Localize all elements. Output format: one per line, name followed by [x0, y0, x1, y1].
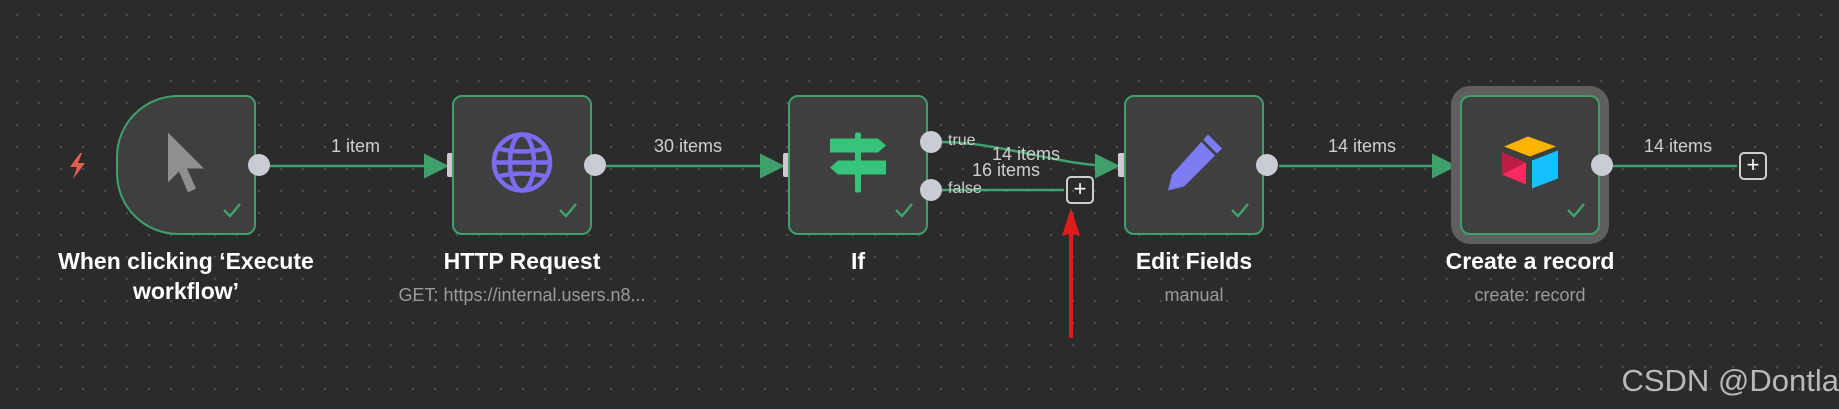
- airtable-icon: [1498, 135, 1562, 196]
- trigger-bolt-icon: [70, 153, 85, 179]
- node-edit-fields[interactable]: [1124, 95, 1264, 235]
- success-check-icon: [1566, 202, 1586, 223]
- add-node-button-record[interactable]: +: [1739, 152, 1767, 180]
- node-http-request[interactable]: [452, 95, 592, 235]
- node-title-trigger: When clicking ‘Execute workflow’: [58, 248, 314, 304]
- edge-label-record-output: 14 items: [1644, 136, 1713, 156]
- globe-icon: [490, 131, 554, 200]
- output-handle-if-false[interactable]: [920, 179, 942, 201]
- node-title-editfields: Edit Fields: [1135, 248, 1253, 274]
- watermark: CSDN @Dontla: [1621, 363, 1839, 398]
- edge-label-if-false: 16 items: [972, 160, 1041, 180]
- node-subtitle-editfields: manual: [1164, 285, 1224, 305]
- edge-label-editfields-record: 14 items: [1328, 136, 1397, 156]
- node-subtitle-record: create: record: [1474, 285, 1586, 305]
- success-check-icon: [222, 202, 242, 223]
- annotation-arrow: [1062, 208, 1080, 338]
- edge-label-http-if: 30 items: [654, 136, 723, 156]
- success-check-icon: [894, 202, 914, 223]
- node-title-if: If: [850, 248, 866, 274]
- cursor-icon: [164, 131, 208, 200]
- output-handle-editfields[interactable]: [1256, 154, 1278, 176]
- output-handle-if-true[interactable]: [920, 131, 942, 153]
- connection-if-true-editfields: [941, 140, 1120, 179]
- node-title-record: Create a record: [1445, 248, 1615, 274]
- if-true-label: true: [948, 132, 976, 149]
- input-handle-record[interactable]: [1454, 153, 1464, 177]
- pencil-icon: [1162, 131, 1226, 200]
- edge-label-trigger-http: 1 item: [331, 136, 381, 156]
- if-false-label: false: [948, 180, 982, 197]
- output-handle-trigger[interactable]: [248, 154, 270, 176]
- add-node-button-if-false[interactable]: +: [1066, 176, 1094, 204]
- node-if[interactable]: [788, 95, 928, 235]
- node-manual-trigger[interactable]: [116, 95, 256, 235]
- signpost-icon: [826, 131, 890, 200]
- input-handle-editfields[interactable]: [1118, 153, 1128, 177]
- node-title-http: HTTP Request: [443, 248, 601, 274]
- success-check-icon: [558, 202, 578, 223]
- node-create-record[interactable]: [1460, 95, 1600, 235]
- output-handle-http[interactable]: [584, 154, 606, 176]
- node-subtitle-http: GET: https://internal.users.n8...: [398, 285, 646, 305]
- success-check-icon: [1230, 202, 1250, 223]
- edge-label-if-true: 14 items: [992, 144, 1061, 164]
- output-handle-record[interactable]: [1591, 154, 1613, 176]
